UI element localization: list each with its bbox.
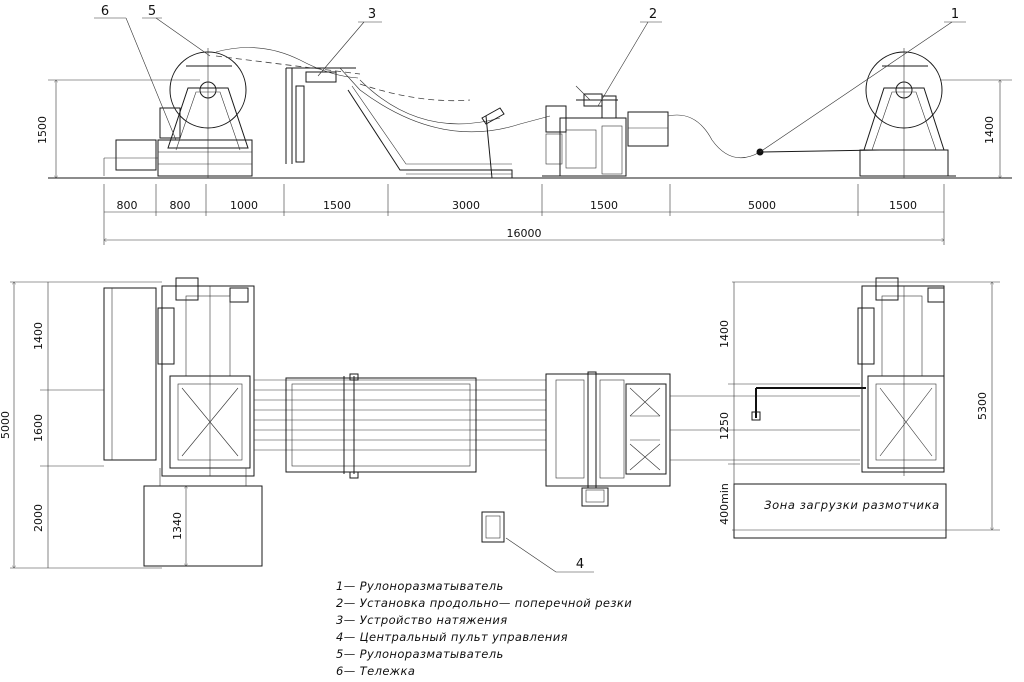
- dim-800-a: 800: [117, 199, 138, 212]
- dim-3000: 3000: [452, 199, 480, 212]
- legend: 1— Рулоноразматыватель 2— Установка прод…: [336, 579, 632, 678]
- svg-text:5300: 5300: [976, 392, 989, 420]
- loading-zone-label: Зона загрузки размотчика: [764, 498, 940, 512]
- dim-800-b: 800: [170, 199, 191, 212]
- plan-left-dims: 5000 1400 1600 2000 1340: [0, 281, 186, 568]
- legend-item-5: 5— Рулоноразматыватель: [336, 647, 504, 661]
- svg-text:2000: 2000: [32, 504, 45, 532]
- svg-text:1400: 1400: [983, 116, 996, 144]
- legend-item-2: 2— Установка продольно— поперечной резки: [336, 596, 632, 610]
- slitting-unit-plan: [545, 371, 671, 507]
- callouts: 6 5 3 2 1 4: [94, 4, 966, 573]
- callout-3: 3: [368, 7, 376, 22]
- svg-text:1250: 1250: [718, 412, 731, 440]
- svg-text:1600: 1600: [32, 414, 45, 442]
- right-decoiler-elevation: [859, 48, 956, 178]
- svg-text:1340: 1340: [171, 512, 184, 540]
- dim-1500-b: 1500: [590, 199, 618, 212]
- plan-view: 5000 1400 1600 2000 1340 5300 1400 1250 …: [0, 277, 1000, 568]
- slitting-unit-elevation: [542, 85, 669, 177]
- svg-text:400min: 400min: [718, 483, 731, 525]
- height-dim-right: 1400: [983, 80, 1000, 178]
- cart-area-left: [143, 485, 263, 567]
- callout-6: 6: [101, 4, 109, 19]
- legend-item-4: 4— Центральный пульт управления: [336, 630, 568, 644]
- callout-5: 5: [148, 4, 156, 19]
- callout-2: 2: [649, 7, 657, 22]
- callout-1: 1: [951, 7, 959, 22]
- left-decoiler-plan: [103, 277, 255, 477]
- legend-item-6: 6— Тележка: [336, 664, 415, 678]
- left-decoiler-elevation: [103, 48, 253, 178]
- control-stand-elevation: [481, 107, 505, 179]
- control-panel-plan: [481, 511, 505, 543]
- svg-text:5000: 5000: [0, 411, 12, 439]
- elevation-view: 1500 1400 800 800 1000 1500 3000 1500 50…: [36, 47, 1012, 245]
- callout-4: 4: [576, 557, 584, 572]
- svg-text:1400: 1400: [718, 320, 731, 348]
- dim-5000: 5000: [748, 199, 776, 212]
- dim-1500-a: 1500: [323, 199, 351, 212]
- dim-total: 16000: [507, 227, 542, 240]
- dim-1500-c: 1500: [889, 199, 917, 212]
- legend-item-1: 1— Рулоноразматыватель: [336, 579, 504, 593]
- strip-plan: [254, 373, 546, 479]
- tension-device-elevation: [285, 67, 513, 178]
- dim-1000: 1000: [230, 199, 258, 212]
- legend-item-3: 3— Устройство натяжения: [336, 613, 508, 627]
- svg-text:1500: 1500: [36, 116, 49, 144]
- right-decoiler-plan: [857, 277, 945, 476]
- height-dim-left: 1500: [36, 80, 56, 178]
- svg-text:1400: 1400: [32, 322, 45, 350]
- top-dimension-chain: 800 800 1000 1500 3000 1500 5000 1500 16…: [103, 184, 944, 245]
- plan-right-dims: 5300 1400 1250 400min: [718, 281, 1000, 530]
